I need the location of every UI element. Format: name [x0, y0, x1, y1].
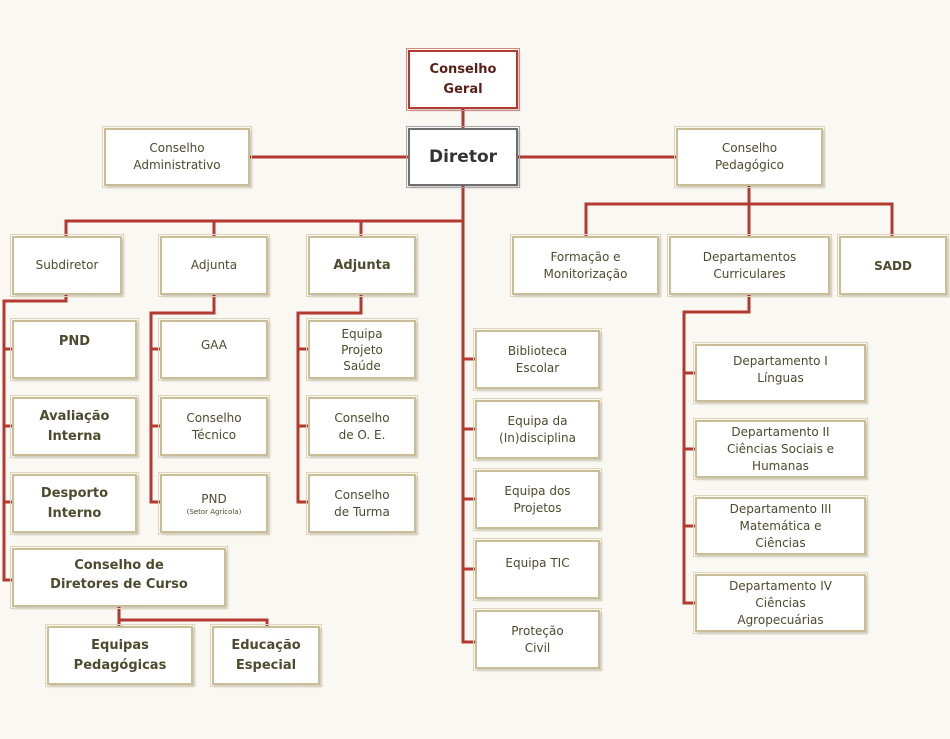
box-label-line: Conselho [721, 141, 778, 155]
box-label-line: Subdiretor [35, 258, 99, 272]
box-label-line: Biblioteca [507, 343, 568, 358]
box-equipa-tic[interactable]: Equipa TIC [473, 538, 602, 601]
box-label-line: Educação [231, 637, 301, 653]
box-label-line: Ciências [755, 535, 806, 550]
box-label-line: (In)disciplina [499, 430, 576, 445]
box-label-line: de O. E. [338, 427, 386, 442]
box-label-line: Agropecuárias [737, 612, 824, 627]
box-label-line: Departamento I [733, 354, 828, 368]
box-equipa-indisciplina[interactable]: Equipa da (In)disciplina [473, 398, 602, 461]
box-label-line: Diretor [428, 146, 498, 167]
box-label-line: Conselho [334, 410, 390, 425]
box-pnd-1[interactable]: PND [10, 318, 139, 381]
box-label-line: Equipa TIC [505, 556, 570, 570]
box-label-line: Equipa da [507, 413, 568, 428]
box-label-line: Proteção [511, 623, 564, 638]
box-conselho-oe[interactable]: Conselho de O. E. [306, 395, 418, 458]
box-label-line: Departamento III [729, 501, 832, 516]
box-label-line: Ciências Sociais e [726, 441, 835, 456]
box-label-line: Conselho [334, 487, 390, 502]
box-label-line: Diretores de Curso [50, 576, 188, 592]
box-label-line: de Turma [334, 504, 390, 519]
box-label-line: Desporto [40, 485, 109, 501]
box-gaa[interactable]: GAA [158, 318, 270, 381]
box-label-line: Departamento IV [729, 578, 832, 593]
box-label-line: GAA [200, 338, 228, 352]
box-label-line: Conselho [186, 410, 242, 425]
box-label-line: Escolar [515, 360, 560, 375]
box-label-line: Equipa [341, 326, 383, 341]
box-label-line: Adjunta [333, 257, 391, 273]
box-label-line: Interna [47, 428, 102, 444]
box-adjunta-1[interactable]: Adjunta [158, 234, 270, 297]
box-label-line: Projetos [513, 500, 562, 515]
box-adjunta-2[interactable]: Adjunta [306, 234, 418, 297]
pnd-2-sublabel: (Setor Agrícola) [186, 507, 242, 516]
box-label-line: Conselho de [74, 557, 164, 573]
box-label-line: SADD [874, 258, 912, 273]
box-label-line: Avaliação [39, 408, 110, 424]
box-conselho-turma[interactable]: Conselho de Turma [306, 472, 418, 535]
box-label-line: Equipas [91, 637, 149, 653]
box-diretor[interactable]: Diretor [406, 126, 520, 188]
box-label-line: Técnico [191, 427, 237, 442]
box-label-line: Interno [47, 505, 102, 521]
box-departamento-2[interactable]: Departamento II Ciências Sociais e Humanas [693, 418, 868, 480]
box-label-line: Monitorização [543, 266, 628, 281]
box-label-line: Conselho [429, 61, 497, 77]
box-departamento-1[interactable]: Departamento I Línguas [693, 342, 868, 404]
box-subdiretor[interactable]: Subdiretor [10, 234, 124, 297]
box-label-line: Conselho [149, 141, 205, 155]
box-label-line: Adjunta [190, 258, 238, 272]
box-label-line: Saúde [343, 358, 381, 373]
box-label-line: Línguas [757, 371, 804, 385]
box-conselho-diretores-curso[interactable]: Conselho de Diretores de Curso [10, 546, 228, 609]
box-label-line: Departamentos [702, 249, 797, 264]
box-pnd-2[interactable]: PND (Setor Agrícola) [158, 472, 270, 535]
box-sadd[interactable]: SADD [837, 234, 949, 297]
box-label-line: Administrativo [133, 158, 221, 172]
box-formacao-monitorizacao[interactable]: Formação e Monitorização [510, 234, 661, 297]
box-label-line: Departamento II [731, 424, 830, 439]
box-label-line: Civil [524, 640, 551, 655]
box-label-line: Geral [443, 81, 483, 97]
box-label-line: Pedagógico [714, 158, 784, 172]
box-label-line: Matemática e [739, 518, 822, 533]
box-label-line: Projeto [341, 342, 383, 357]
box-label-line: Equipa dos [504, 483, 571, 498]
box-label-line: Pedagógicas [73, 657, 167, 673]
box-label-line: Humanas [752, 458, 809, 473]
box-label-line: Curriculares [713, 266, 786, 281]
pnd-2-label: PND [201, 491, 227, 506]
box-label-line: Especial [235, 657, 297, 673]
box-label-line: Ciências [755, 595, 806, 610]
box-label-line: PND [58, 333, 91, 349]
box-label-line: Formação e [550, 249, 621, 264]
box-departamento-3[interactable]: Departamento III Matemática e Ciências [693, 495, 868, 557]
